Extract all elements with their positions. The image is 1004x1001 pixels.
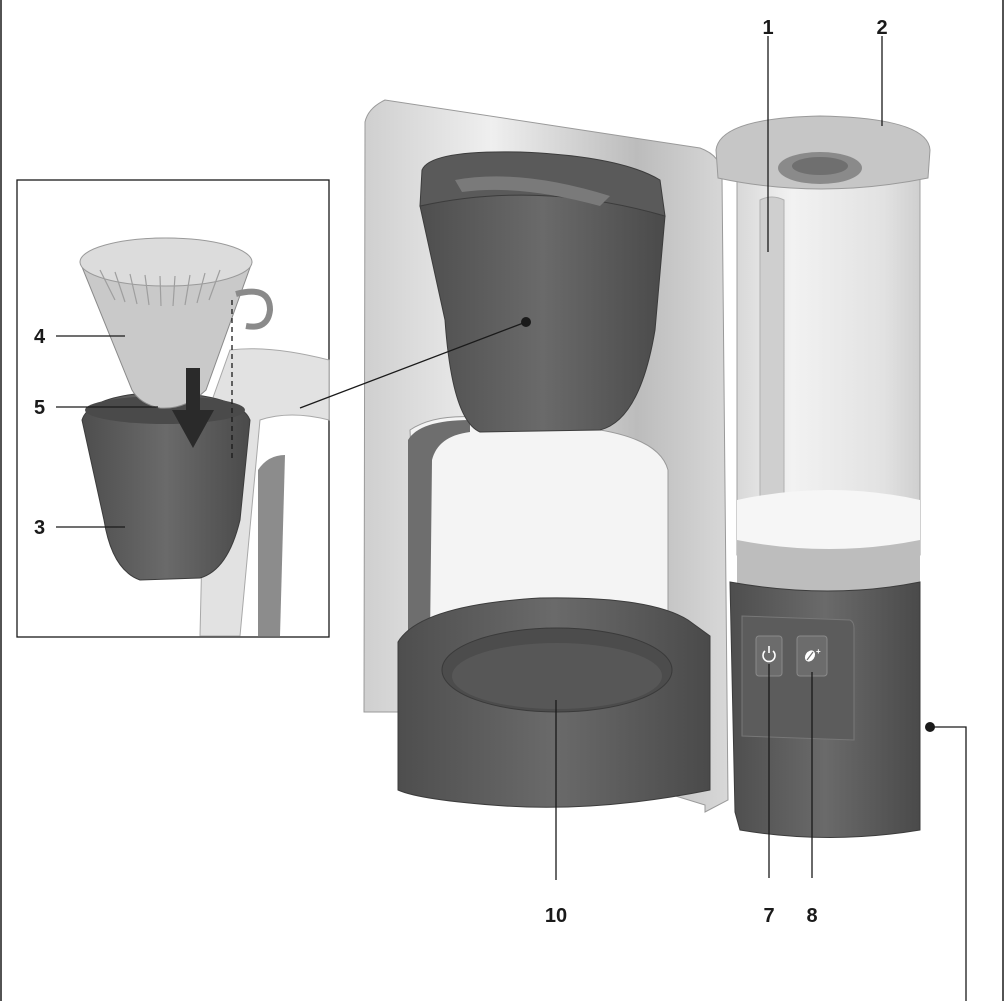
callout-8: 8: [806, 905, 817, 927]
filter-holder: [419, 193, 666, 433]
inset-arm-column: [258, 455, 285, 636]
water-gauge: [759, 196, 785, 535]
inset-insert-ribs: [99, 269, 221, 307]
inset-insert-handle: [235, 288, 274, 330]
callout-5: 5: [34, 397, 45, 419]
water-level: [737, 490, 920, 565]
arm-column: [408, 420, 470, 640]
insert-arrow: [172, 368, 214, 448]
callout-1: 1: [762, 17, 773, 39]
leader-inset-dot: [521, 317, 531, 327]
callout-3: 3: [34, 517, 45, 539]
leader-inset: [299, 321, 527, 409]
inset-filter-detail: [16, 179, 330, 638]
inset-filter-holder: [81, 391, 251, 581]
callout-10: 10: [545, 905, 567, 927]
coffee-maker: +: [363, 99, 931, 838]
control-panel: [741, 615, 855, 741]
inset-insert-rim: [79, 237, 253, 287]
hot-plate-inner: [452, 643, 662, 709]
callout-7: 7: [763, 905, 774, 927]
svg-text:+: +: [816, 647, 821, 656]
leader-side: [930, 726, 967, 1001]
callout-2: 2: [876, 17, 887, 39]
coffee-bean-plus-icon: +: [804, 647, 821, 662]
lid-highlight: [455, 176, 610, 206]
callout-4: 4: [34, 326, 46, 348]
power-icon: [762, 646, 776, 663]
tank-lid-opening-inner: [792, 157, 848, 175]
tank-band: [737, 540, 920, 593]
